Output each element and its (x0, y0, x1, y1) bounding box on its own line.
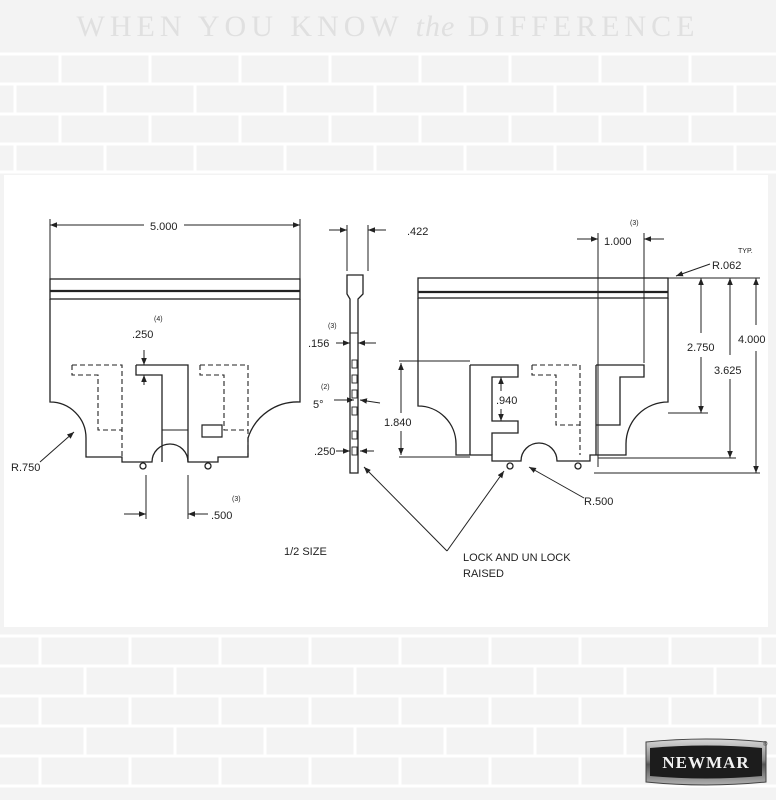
side-view-dimensions (329, 225, 386, 454)
logo-registered-mark: ® (763, 741, 768, 748)
side-view (346, 274, 364, 474)
back-view-outline (417, 298, 669, 462)
dim-angle-label: 5° (313, 399, 324, 411)
tagline-part2: DIFFERENCE (467, 10, 700, 43)
callout-line1: LOCK AND UN LOCK (463, 552, 571, 564)
newmar-logo: NEWMAR ® (644, 738, 768, 786)
dim-slot-label: .250 (132, 329, 153, 341)
dim-angle-note: (2) (321, 384, 330, 391)
dim-r062-label: R.062 (712, 260, 741, 272)
back-view-hidden-slot (531, 364, 581, 455)
technical-drawing-panel: 5.000 .422 .250 (4) .156 (3) 5° (2) .250… (4, 175, 768, 627)
front-view-dimensions (39, 219, 301, 519)
tagline-the: the (415, 10, 456, 43)
dim-1000-label: 1.000 (604, 236, 632, 248)
dim-1000-note: (3) (630, 220, 639, 227)
back-view-left-slot (469, 364, 519, 455)
dim-typ-label: TYP. (738, 248, 753, 255)
back-view-top-rail (417, 277, 669, 299)
scale-note: 1/2 SIZE (284, 546, 327, 558)
tagline: WHEN YOU KNOW the DIFFERENCE (0, 10, 776, 44)
side-view-outline (346, 274, 364, 474)
back-view (417, 277, 669, 470)
dim-3625-label: 3.625 (714, 365, 742, 377)
dim-2750-label: 2.750 (687, 342, 715, 354)
dim-500-note: (3) (232, 496, 241, 503)
dim-4000-label: 4.000 (738, 334, 766, 346)
back-view-right-slot (595, 364, 645, 455)
back-view-dimensions (363, 233, 760, 552)
dim-radius-left-label: R.750 (11, 462, 40, 474)
dim-slot-note: (4) (154, 316, 163, 323)
front-view-top-rail (49, 278, 301, 300)
dim-500-label: .500 (211, 510, 232, 522)
logo-wordmark: NEWMAR (662, 753, 749, 772)
dim-940-label: .940 (496, 395, 517, 407)
dim-width-label: 5.000 (150, 221, 178, 233)
front-view-hidden-slots (71, 364, 249, 457)
dim-thickness-label: .422 (407, 226, 428, 238)
front-view-outline (49, 299, 301, 463)
dim-side-250-label: .250 (314, 446, 335, 458)
front-view (49, 278, 301, 470)
dim-r500-label: R.500 (584, 496, 613, 508)
callout-line2: RAISED (463, 568, 504, 580)
dim-156-note: (3) (328, 323, 337, 330)
tagline-part1: WHEN YOU KNOW (76, 10, 404, 43)
dim-1840-label: 1.840 (384, 417, 412, 429)
side-view-ratchet (351, 359, 358, 456)
technical-drawing: 5.000 .422 .250 (4) .156 (3) 5° (2) .250… (11, 219, 766, 580)
dim-156-label: .156 (308, 338, 329, 350)
